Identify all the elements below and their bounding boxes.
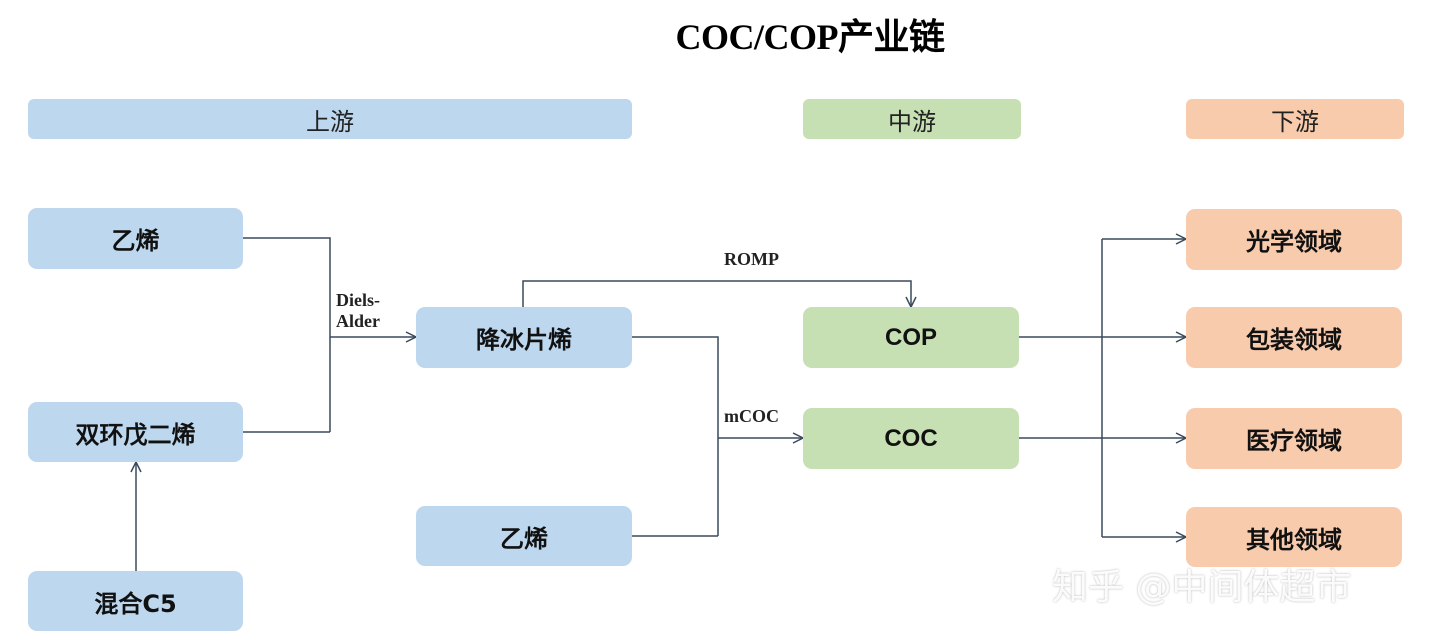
node-other-field: 其他领域 bbox=[1186, 507, 1402, 567]
connector-ethylene-to-junction bbox=[243, 237, 331, 432]
stage-downstream-header: 下游 bbox=[1186, 99, 1404, 139]
edge-label-diels-alder-line1: Diels- bbox=[336, 290, 380, 310]
connector-norbornene-to-mcoc bbox=[632, 336, 719, 536]
node-mixed-c5: 混合C5 bbox=[28, 571, 243, 631]
node-packaging-field: 包装领域 bbox=[1186, 307, 1402, 368]
stage-midstream-header: 中游 bbox=[803, 99, 1021, 139]
node-optical-field: 光学领域 bbox=[1186, 209, 1402, 270]
edge-label-diels-alder: Diels- Alder bbox=[336, 290, 380, 332]
edge-label-mcoc: mCOC bbox=[724, 406, 779, 426]
stage-upstream-header: 上游 bbox=[28, 99, 632, 139]
node-dicyclopentadiene: 双环戊二烯 bbox=[28, 402, 243, 462]
node-medical-field: 医疗领域 bbox=[1186, 408, 1402, 469]
node-coc: COC bbox=[803, 408, 1019, 469]
edge-label-romp: ROMP bbox=[724, 249, 779, 269]
node-ethylene-upstream: 乙烯 bbox=[28, 208, 243, 269]
node-norbornene: 降冰片烯 bbox=[416, 307, 632, 368]
connector-romp bbox=[522, 280, 911, 307]
watermark: 知乎 @中间体超市 bbox=[1052, 567, 1352, 608]
node-ethylene-comonomer: 乙烯 bbox=[416, 506, 632, 566]
node-cop: COP bbox=[803, 307, 1019, 368]
edge-label-diels-alder-line2: Alder bbox=[336, 311, 380, 331]
diagram-title: COC/COP产业链 bbox=[675, 17, 946, 57]
